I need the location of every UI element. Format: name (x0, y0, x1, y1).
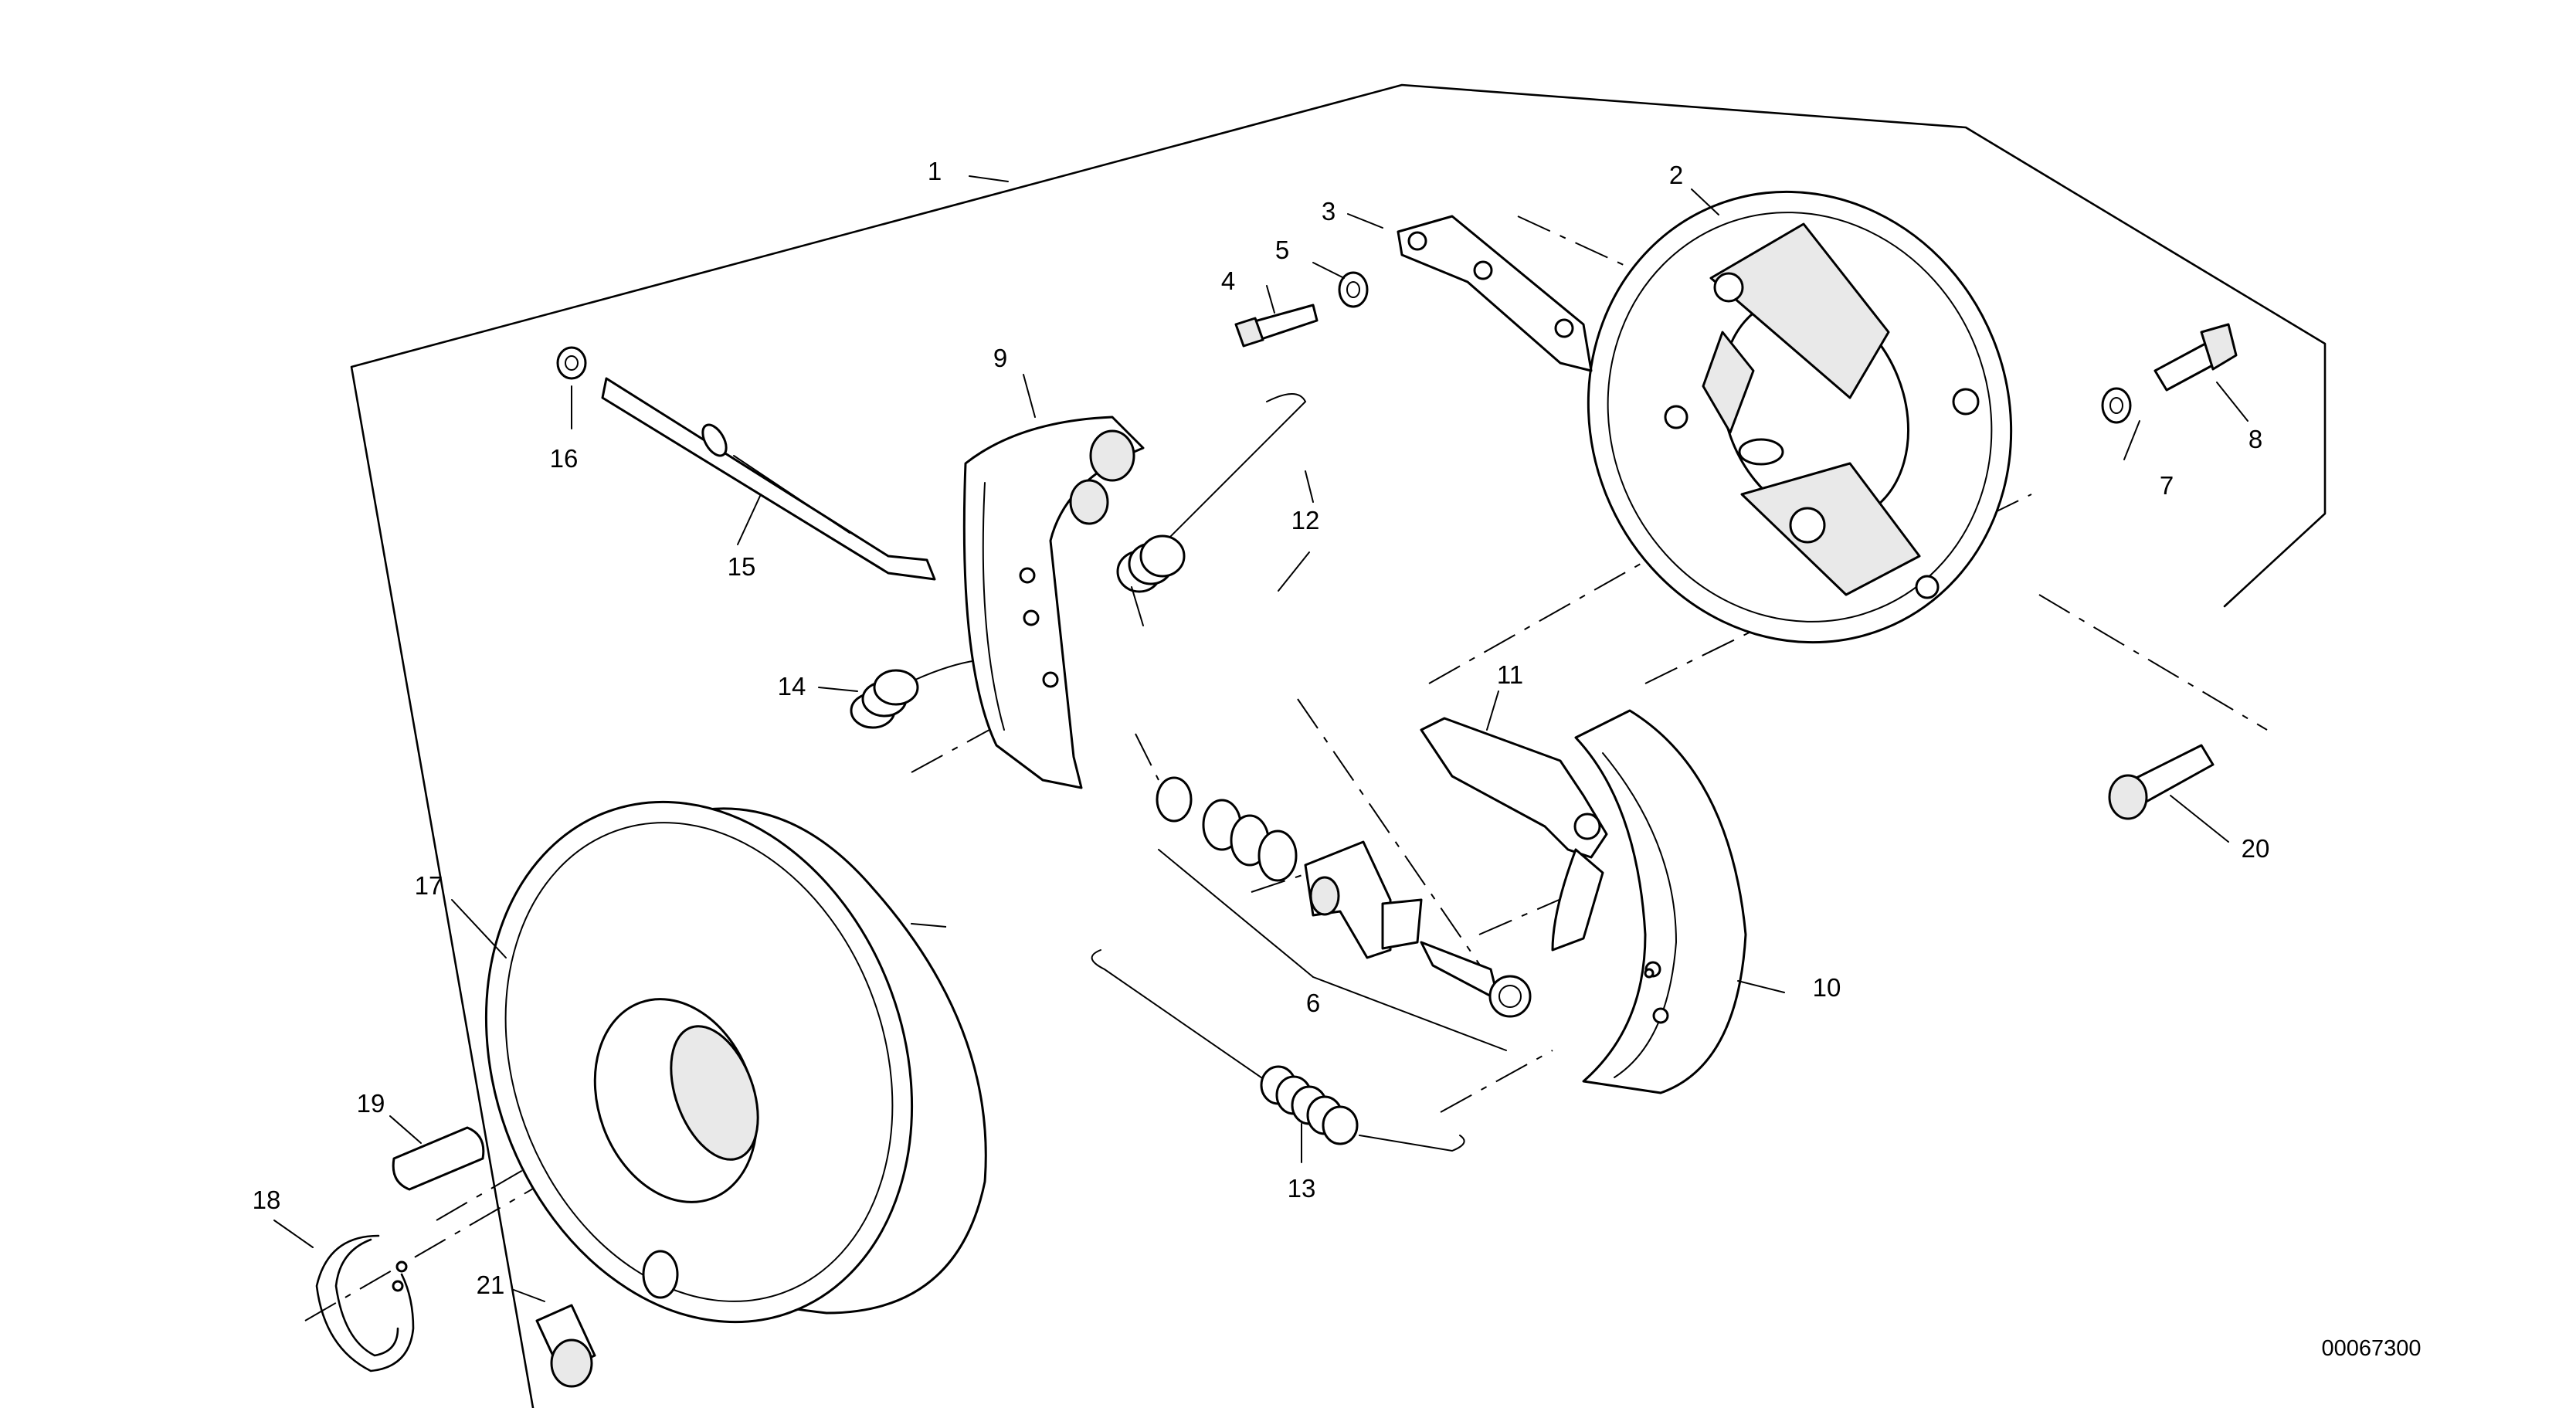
callout-5: 5 (1275, 236, 1289, 264)
callout-17: 17 (415, 871, 443, 900)
callout-6: 6 (1306, 989, 1320, 1017)
callout-18: 18 (253, 1186, 281, 1214)
bolt-8 (2153, 323, 2238, 392)
callout-20: 20 (2242, 834, 2270, 863)
callout-8: 8 (2248, 425, 2262, 453)
drawing-reference-number: 00067300 (2321, 1336, 2421, 1361)
callout-19: 19 (357, 1089, 385, 1118)
callout-2: 2 (1669, 161, 1683, 189)
leader-lines (273, 175, 2248, 1302)
adjuster-assembly-6 (1156, 776, 1532, 1018)
brake-drum-17 (484, 800, 987, 1324)
callout-4: 4 (1221, 266, 1235, 295)
assembly-outline (350, 83, 2327, 1408)
backing-plate (1587, 190, 2013, 644)
callout-7: 7 (2160, 471, 2174, 500)
callout-labels: 1 2 3 4 5 6 7 8 9 10 11 12 13 14 15 16 1… (253, 157, 2270, 1299)
spring-14 (850, 660, 978, 729)
callout-15: 15 (728, 552, 756, 581)
callout-9: 9 (993, 344, 1007, 372)
callout-11: 11 (1497, 660, 1523, 689)
callout-21: 21 (477, 1271, 505, 1299)
lever-11 (1420, 717, 1608, 859)
callout-1: 1 (928, 157, 942, 185)
spring-13 (1091, 949, 1465, 1152)
key-19 (392, 1126, 485, 1191)
adjuster-rod-15 (601, 377, 936, 581)
brake-bracket (1397, 215, 1593, 372)
callout-13: 13 (1288, 1174, 1316, 1203)
socket-bolt-20 (2108, 744, 2215, 820)
washer-5 (1338, 271, 1369, 308)
bolt-4 (1234, 304, 1319, 348)
callout-3: 3 (1322, 197, 1336, 226)
spring-12 (1116, 393, 1307, 626)
callout-10: 10 (1813, 973, 1841, 1002)
brake-shoe-9 (962, 416, 1145, 789)
callout-16: 16 (550, 444, 579, 473)
circlip-18 (315, 1234, 415, 1372)
callout-12: 12 (1291, 506, 1320, 534)
washer-7 (2101, 387, 2132, 424)
brake-shoe-10 (1551, 709, 1747, 1094)
nut-16 (556, 346, 587, 380)
set-screw-21 (535, 1304, 596, 1388)
callout-14: 14 (778, 672, 806, 701)
